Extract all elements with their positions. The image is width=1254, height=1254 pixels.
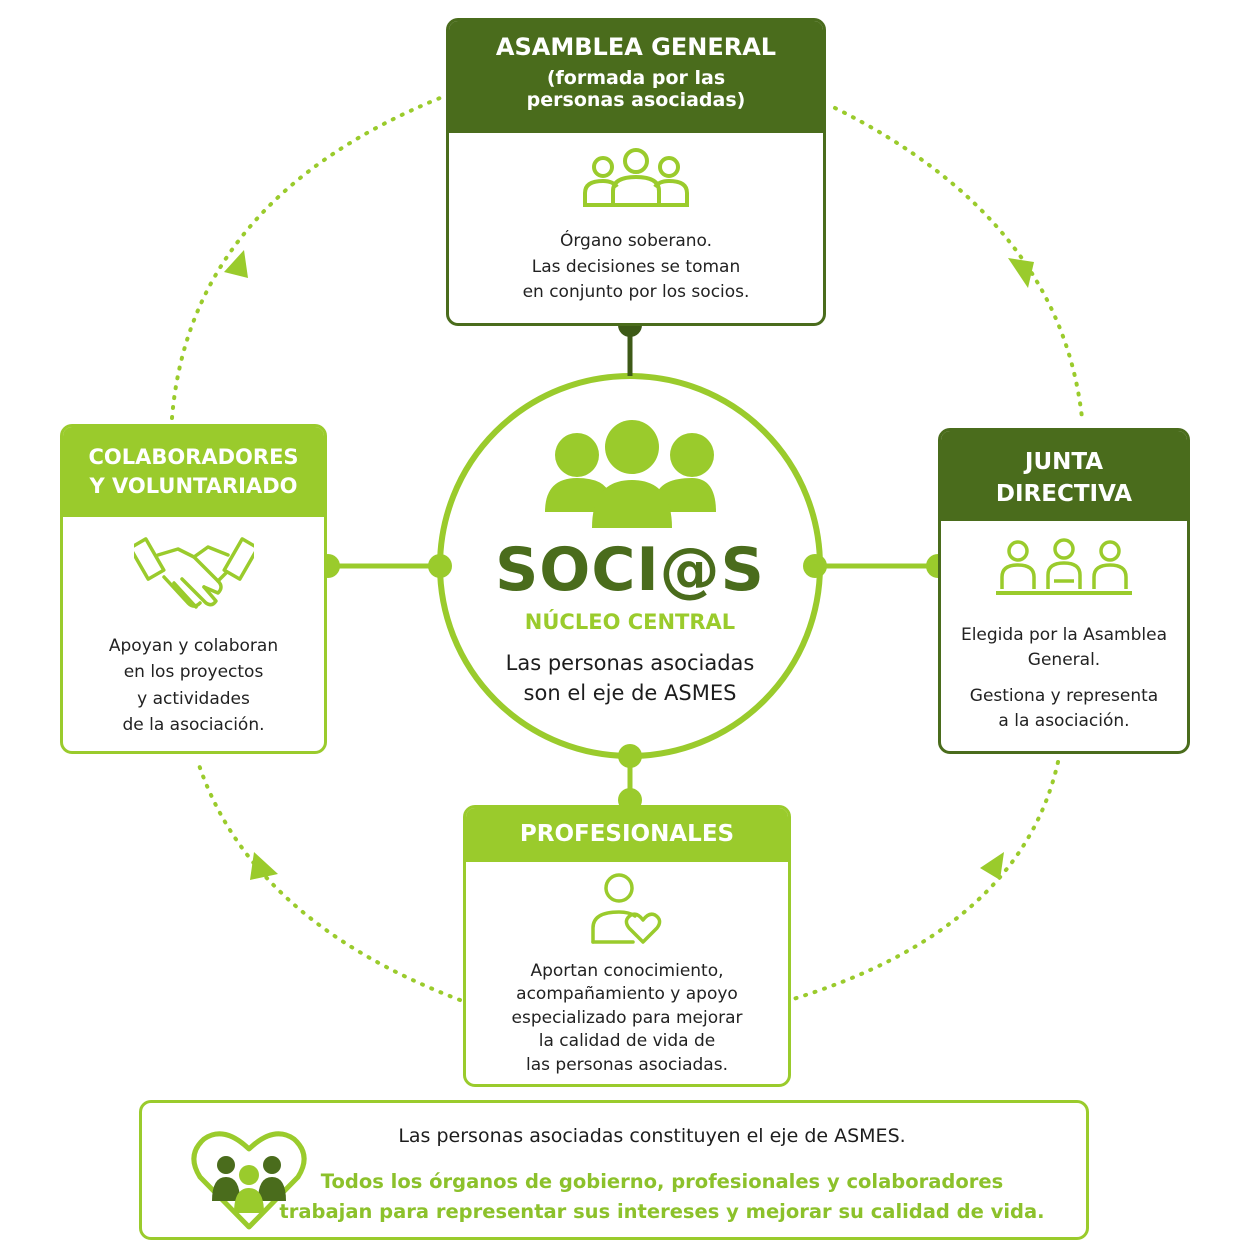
junta-body-line: General. <box>1027 649 1101 670</box>
colaboradores-title-line: COLABORADORES <box>88 445 299 469</box>
colaboradores-body-line: en los proyectos <box>123 662 264 683</box>
profesionales-body-line: Aportan conocimiento, <box>530 961 724 981</box>
cycle-arrow-bottom-right <box>980 852 1004 880</box>
cycle-arc-top-left <box>170 96 442 420</box>
colaboradores-title-line: Y VOLUNTARIADO <box>89 474 298 499</box>
colaboradores-header: COLABORADORES Y VOLUNTARIADO <box>63 427 324 517</box>
banner-highlight: Todos los órganos de gobierno, profesion… <box>262 1167 1062 1227</box>
center-group-icon <box>545 420 716 528</box>
group-icon <box>583 148 689 207</box>
summary-banner: Las personas asociadas constituyen el ej… <box>139 1100 1089 1240</box>
colaboradores-card: COLABORADORES Y VOLUNTARIADO Apoyan y co… <box>60 424 327 754</box>
connector-dot-left-b <box>428 554 452 578</box>
center-subtitle: NÚCLEO CENTRAL <box>524 610 736 634</box>
colaboradores-body: Apoyan y colaboran en los proyectos y ac… <box>63 633 324 738</box>
junta-body-line: a la asociación. <box>998 710 1130 731</box>
cycle-arc-bottom-right <box>788 760 1060 1002</box>
asamblea-body-line: Las decisiones se toman <box>531 256 741 277</box>
junta-body-line: Elegida por la Asamblea <box>960 625 1168 645</box>
connector-dot-right-a <box>803 554 827 578</box>
profesionales-title: PROFESIONALES <box>519 821 735 847</box>
cycle-arrow-top-left <box>224 250 248 278</box>
center-desc-line: Las personas asociadas <box>505 651 755 675</box>
banner-line2: Todos los órganos de gobierno, profesion… <box>320 1170 1004 1193</box>
profesionales-card: PROFESIONALES Aportan conocimiento, acom… <box>463 805 791 1087</box>
cycle-arrow-top-right <box>1008 258 1034 288</box>
junta-directiva-card: JUNTA DIRECTIVA Elegida por la Asamblea … <box>938 428 1190 754</box>
cycle-arrow-bottom-left <box>250 852 278 880</box>
asamblea-body: Órgano soberano. Las decisiones se toman… <box>449 229 823 306</box>
junta-title-line: JUNTA <box>1024 449 1104 475</box>
colaboradores-body-line: y actividades <box>137 688 250 709</box>
profesionales-header: PROFESIONALES <box>466 808 788 862</box>
junta-body-line: Gestiona y representa <box>969 686 1159 707</box>
profesionales-body: Aportan conocimiento, acompañamiento y a… <box>466 960 788 1077</box>
banner-line3: trabajan para representar sus intereses … <box>279 1200 1045 1224</box>
profesionales-body-line: las personas asociadas. <box>526 1054 728 1075</box>
center-description: Las personas asociadas son el eje de ASM… <box>440 648 820 709</box>
asamblea-title-line2: (formada por las <box>546 67 726 89</box>
colaboradores-body-line: de la asociación. <box>122 715 265 736</box>
person-heart-icon <box>591 873 662 944</box>
asamblea-header: ASAMBLEA GENERAL (formada por las person… <box>449 21 823 133</box>
board-meeting-icon <box>996 538 1132 595</box>
asamblea-body-line: Órgano soberano. <box>559 231 713 251</box>
center-desc-line: son el eje de ASMES <box>523 681 737 706</box>
junta-header: JUNTA DIRECTIVA <box>941 431 1187 521</box>
asamblea-general-card: ASAMBLEA GENERAL (formada por las person… <box>446 18 826 326</box>
heart-people-icon <box>191 1131 307 1230</box>
cycle-arc-bottom-left <box>196 760 462 1002</box>
colaboradores-body-line: Apoyan y colaboran <box>108 636 279 656</box>
cycle-arc-top-right <box>833 106 1084 420</box>
junta-title-line: DIRECTIVA <box>995 480 1133 507</box>
connector-dot-bottom-a <box>618 744 642 768</box>
asamblea-title: ASAMBLEA GENERAL <box>495 33 777 61</box>
profesionales-body-line: especializado para mejorar <box>511 1007 743 1028</box>
junta-body: Elegida por la Asamblea General. Gestion… <box>941 623 1187 734</box>
banner-line1: Las personas asociadas constituyen el ej… <box>398 1125 906 1147</box>
asamblea-title-line3: personas asociadas) <box>526 89 746 111</box>
profesionales-body-line: la calidad de vida de <box>538 1031 716 1052</box>
profesionales-body-line: acompañamiento y apoyo <box>516 984 738 1005</box>
handshake-icon <box>133 537 254 609</box>
asamblea-body-line: en conjunto por los socios. <box>522 282 750 302</box>
center-title: SOCI@S <box>495 535 765 605</box>
